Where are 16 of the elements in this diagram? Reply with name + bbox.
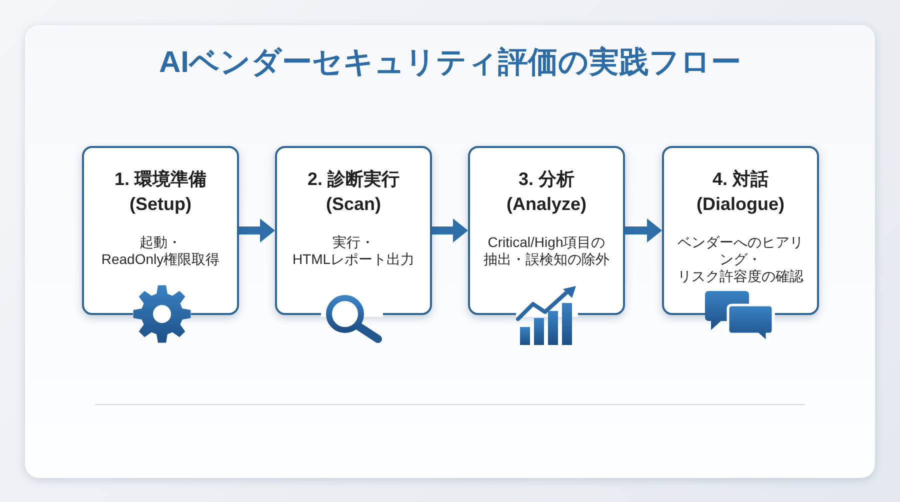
step-description: 起動・ReadOnly権限取得 bbox=[100, 234, 221, 268]
step-box bbox=[468, 146, 625, 315]
step-heading: 2. 診断実行 (Scan) bbox=[306, 168, 400, 216]
step-description: Critical/High項目の抽出・誤検知の除外 bbox=[482, 234, 610, 268]
step-box bbox=[275, 146, 432, 315]
step-description: 実行・HTMLレポート出力 bbox=[291, 234, 416, 268]
arrow bbox=[625, 218, 662, 242]
title: AIベンダーセキュリティ評価の実践フロー bbox=[158, 44, 742, 81]
arrow bbox=[432, 218, 468, 242]
arrow bbox=[239, 218, 275, 242]
step-heading: 1. 環境準備 (Setup) bbox=[113, 168, 208, 216]
step-heading: 4. 対話 (Dialogue) bbox=[696, 168, 786, 216]
step-box bbox=[662, 146, 819, 315]
step-heading: 3. 分析 (Analyze) bbox=[505, 168, 588, 216]
step-description: ベンダーへのヒアリング・リスク許容度の確認 bbox=[676, 234, 804, 285]
step-box bbox=[82, 146, 239, 315]
